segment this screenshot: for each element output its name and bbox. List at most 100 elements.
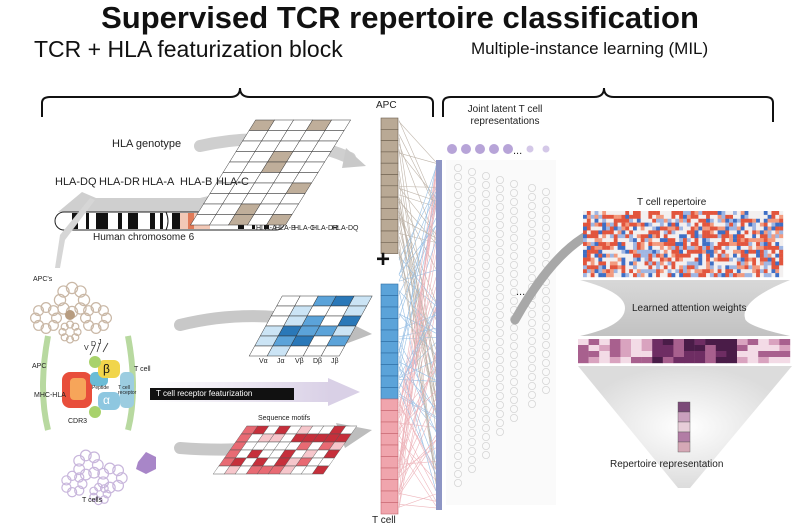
apc-cell-lobe — [40, 302, 52, 314]
tcell-column-cell — [380, 295, 399, 308]
heatmap-cell — [729, 230, 734, 235]
heatmap-cell — [671, 211, 676, 216]
heatmap-cell — [748, 249, 753, 254]
network-link — [398, 137, 437, 375]
attention-cell — [620, 339, 632, 346]
network-link — [398, 351, 437, 493]
mil-node — [453, 451, 462, 460]
heatmap-cell — [659, 245, 664, 251]
heatmap-cell — [617, 238, 622, 243]
heatmap-cell — [663, 253, 668, 258]
mil-node — [542, 214, 551, 223]
heatmap-cell — [771, 261, 776, 266]
heatmap-cell — [767, 214, 772, 219]
tcell-column-cell — [380, 318, 399, 331]
mil-node — [542, 367, 551, 376]
mil-node — [528, 336, 537, 345]
heatmap-cell — [594, 214, 599, 219]
heatmap-cell — [686, 249, 691, 254]
heatmap-cell — [702, 273, 707, 278]
heatmap-cell — [771, 242, 776, 247]
mil-node — [509, 332, 518, 341]
mil-node — [453, 343, 462, 352]
heatmap-cell — [609, 230, 614, 235]
mil-node — [481, 315, 490, 324]
mil-node — [481, 423, 490, 432]
heatmap-cell — [590, 226, 595, 231]
heatmap-cell — [609, 211, 614, 216]
heatmap-cell — [613, 218, 618, 223]
heatmap-cell — [779, 238, 784, 243]
heatmap-cell — [644, 253, 649, 258]
heatmap-cell — [771, 211, 776, 216]
tcell-column-cell — [380, 456, 399, 469]
apc-cell-lobe — [97, 319, 109, 331]
heatmap-cell — [679, 234, 684, 239]
heatmap-cell — [656, 238, 661, 243]
heatmap-cell — [683, 222, 688, 227]
network-link — [398, 310, 437, 378]
heatmap-cell — [686, 269, 691, 274]
network-link — [398, 290, 437, 460]
attention-cell — [779, 345, 791, 352]
heatmap-cell — [721, 265, 726, 270]
heatmap-cell — [640, 265, 645, 270]
repertoire-heatmap — [583, 211, 784, 278]
attention-cell — [641, 339, 653, 346]
heatmap-cell — [683, 230, 688, 235]
heatmap-cell — [598, 226, 603, 231]
heatmap-cell — [683, 253, 688, 258]
heatmap-cell — [683, 249, 688, 254]
heatmap-cell — [640, 222, 645, 227]
hla-locus-dr: HLA-DR — [99, 176, 140, 188]
network-link — [398, 366, 437, 466]
heatmap-cell — [609, 273, 614, 278]
heatmap-cell — [671, 261, 676, 266]
heatmap-cell — [683, 261, 688, 266]
mil-node — [509, 206, 518, 215]
heatmap-cell — [590, 257, 595, 262]
heatmap-cell — [609, 214, 614, 219]
heatmap-cell — [656, 253, 661, 258]
heatmap-cell — [671, 214, 676, 219]
heatmap-cell — [752, 211, 757, 216]
heatmap-cell — [648, 211, 653, 216]
heatmap-cell — [633, 230, 638, 235]
heatmap-cell — [633, 234, 638, 239]
hla-genotype-label: HLA genotype — [112, 138, 182, 150]
heatmap-cell — [752, 218, 757, 223]
heatmap-cell — [644, 273, 649, 278]
mil-node — [481, 171, 490, 180]
network-link — [398, 204, 437, 413]
heatmap-cell — [748, 234, 753, 239]
tcell-column-cell — [380, 341, 399, 354]
heatmap-cell — [590, 269, 595, 274]
heatmap-cell — [694, 242, 699, 247]
network-link — [398, 435, 437, 493]
mil-node — [495, 274, 504, 283]
tcell-lobe — [74, 485, 85, 496]
attention-cell — [726, 351, 738, 358]
heatmap-cell — [733, 257, 738, 262]
attention-cell — [768, 357, 780, 364]
repertoire-representation-vector — [677, 401, 691, 453]
mil-node — [481, 333, 490, 342]
heatmap-cell — [744, 234, 749, 239]
heatmap-cell — [663, 257, 668, 262]
mil-node — [467, 401, 476, 410]
heatmap-cell — [675, 249, 680, 254]
mil-node — [453, 217, 462, 226]
network-link — [398, 197, 437, 270]
apc-cell-lobe — [57, 285, 70, 298]
heatmap-cell — [709, 245, 714, 251]
heatmap-cell — [583, 257, 588, 262]
heatmap-cell — [744, 269, 749, 274]
heatmap-cell — [740, 265, 745, 270]
apc-cell-lobe — [73, 327, 82, 337]
mil-node — [509, 323, 518, 332]
heatmap-cell — [775, 211, 780, 216]
heatmap-cell — [771, 265, 776, 270]
heatmap-cell — [586, 261, 591, 266]
mil-node — [453, 235, 462, 244]
